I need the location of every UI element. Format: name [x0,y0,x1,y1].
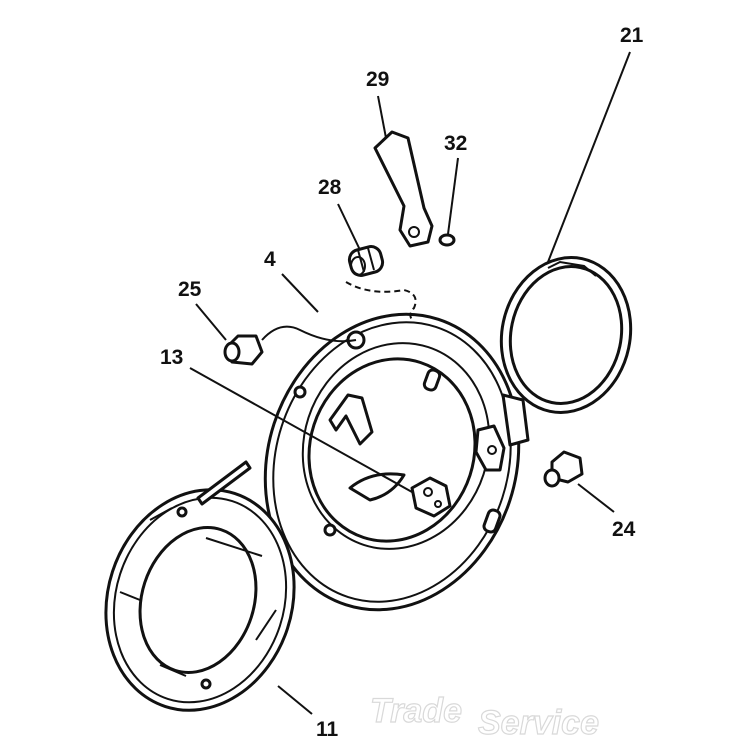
part-32-pin [438,233,456,247]
callout-21: 21 [620,24,644,47]
callout-32: 32 [444,132,467,155]
callout-labels: 21 29 32 28 4 25 13 24 11 [160,24,644,741]
part-24-connector [543,450,584,488]
watermark-text-trade: Trade [370,692,462,730]
callout-4: 4 [264,248,276,271]
callout-29: 29 [366,68,389,91]
part-13-mechanism [410,476,452,518]
part-29-lever [373,130,434,248]
callout-24: 24 [612,518,636,541]
part-21-retaining-ring [499,256,633,414]
leader-lines [189,51,631,715]
callout-13: 13 [160,346,183,369]
watermark: Trade Service [369,691,599,742]
callout-25: 25 [178,278,202,301]
wire-top [345,281,417,321]
part-4-housing-plate [263,312,530,612]
watermark-text-service: Service [478,704,599,742]
callout-28: 28 [318,176,342,199]
part-11-trim-ring [104,460,296,712]
wire-left [261,325,357,343]
part-28-bushing [347,245,385,277]
callout-11: 11 [316,718,339,741]
part-25-connector [223,334,264,366]
